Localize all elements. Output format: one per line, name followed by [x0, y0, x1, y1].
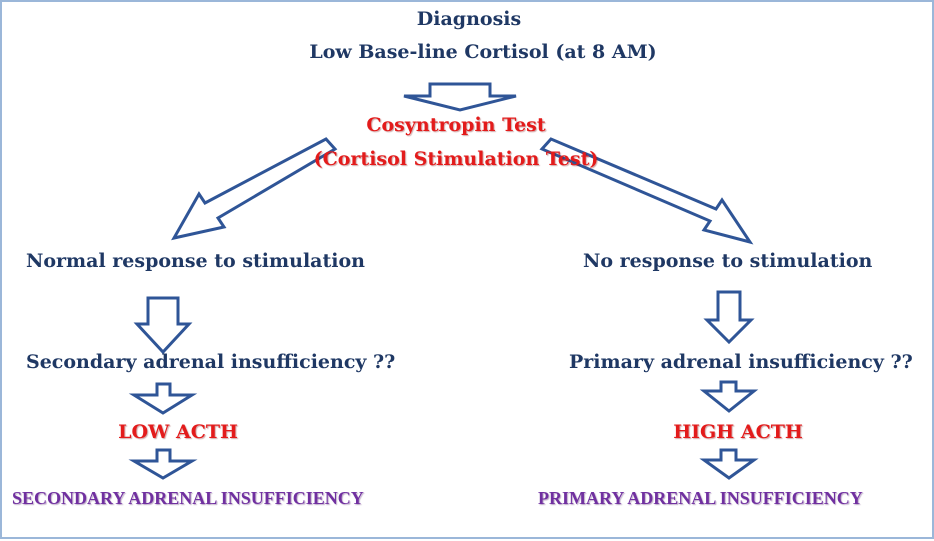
cosyntropin-test-label: Cosyntropin Test — [366, 114, 546, 136]
no-response-label: No response to stimulation — [583, 250, 873, 272]
down-arrow-right-2 — [699, 380, 759, 413]
low-baseline-cortisol-label: Low Base-line Cortisol (at 8 AM) — [309, 41, 657, 63]
cortisol-stimulation-test-label: (Cortisol Stimulation Test) — [313, 148, 599, 170]
diagonal-arrow-right — [539, 137, 754, 245]
high-acth-label: HIGH ACTH — [673, 421, 803, 443]
low-acth-label: LOW ACTH — [118, 421, 238, 443]
down-arrow-left-3 — [128, 448, 198, 480]
diagonal-arrow-left — [171, 137, 338, 241]
diagnosis-title: Diagnosis — [416, 8, 522, 30]
down-arrow-left-2 — [128, 382, 198, 415]
down-arrow-left-1 — [133, 296, 193, 355]
secondary-conclusion-label: SECONDARY ADRENAL INSUFFICIENCY — [12, 488, 364, 508]
normal-response-label: Normal response to stimulation — [26, 250, 365, 272]
primary-conclusion-label: PRIMARY ADRENAL INSUFFICIENCY — [538, 488, 863, 508]
down-arrow-right-1 — [703, 290, 755, 345]
primary-suspect-label: Primary adrenal insufficiency ?? — [569, 351, 913, 373]
secondary-suspect-label: Secondary adrenal insufficiency ?? — [26, 351, 396, 373]
down-arrow-top — [403, 82, 517, 112]
down-arrow-right-3 — [699, 448, 759, 480]
